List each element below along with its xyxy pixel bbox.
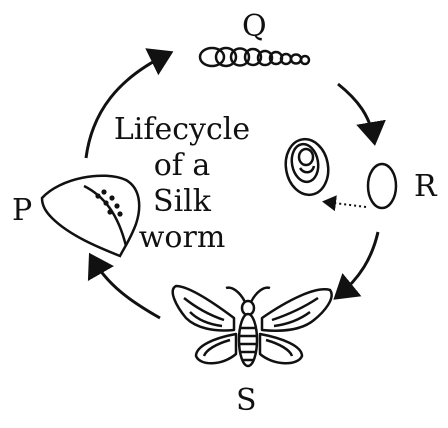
title-line-3: Silk — [112, 184, 252, 220]
diagram-title: Lifecycle of a Silk worm — [112, 112, 252, 256]
arrow-r-to-cocoon — [326, 202, 366, 207]
stage-label-s: S — [236, 386, 257, 416]
arrow-q-to-r — [338, 84, 374, 140]
stage-label-r: R — [414, 172, 437, 202]
larva-icon — [200, 48, 309, 66]
pupa-icon — [368, 164, 396, 208]
title-line-2: of a — [112, 148, 252, 184]
cocoon-icon — [281, 136, 332, 198]
moth-icon — [173, 286, 332, 366]
arrow-r-to-s — [338, 232, 378, 296]
stage-label-q: Q — [242, 12, 267, 42]
arrow-s-to-p — [92, 258, 160, 318]
title-line-4: worm — [112, 220, 252, 256]
title-line-1: Lifecycle — [112, 112, 252, 148]
stage-label-p: P — [12, 196, 32, 226]
